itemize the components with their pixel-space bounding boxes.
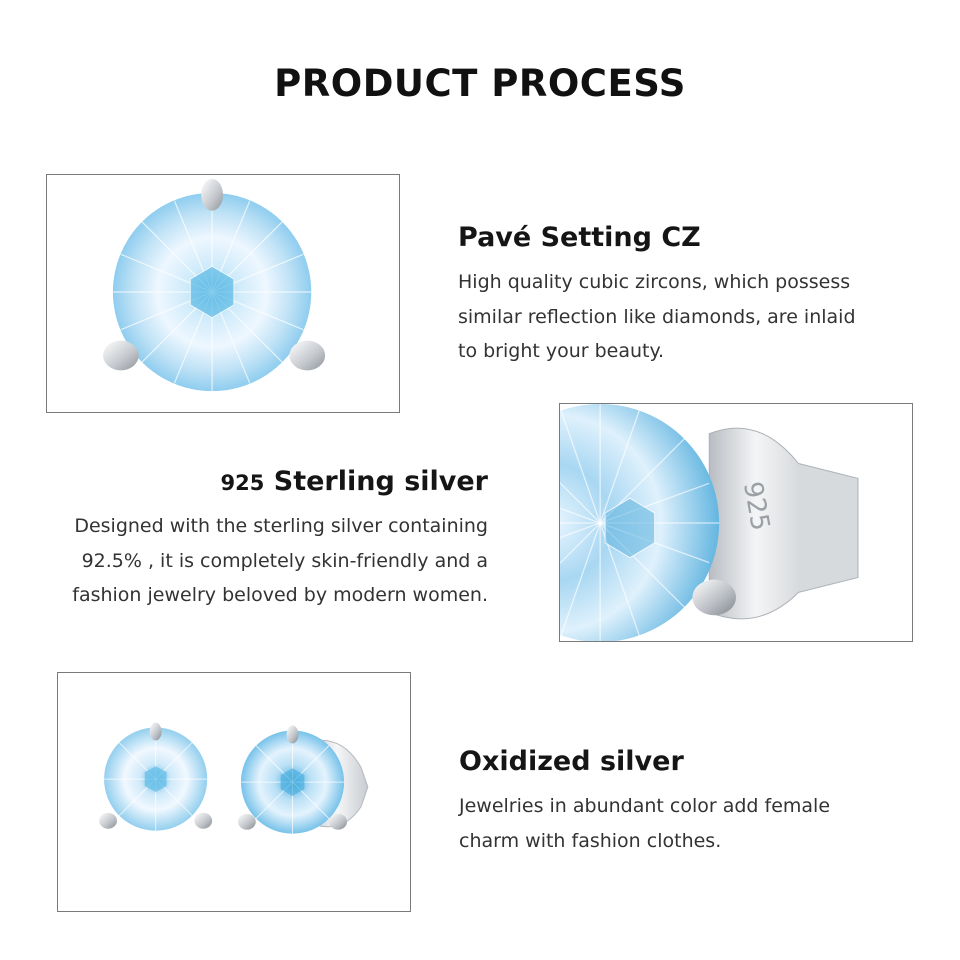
feature-line: High quality cubic zircons, which posses… <box>458 271 851 293</box>
feature-line: similar reflection like diamonds, are in… <box>458 305 856 328</box>
feature-line: to bright your beauty. <box>458 340 665 362</box>
feature-title-text: Sterling silver <box>273 466 488 497</box>
single-stud-front-image <box>46 174 400 413</box>
feature-pave-setting: Pavé Setting CZ High quality cubic zirco… <box>458 222 856 369</box>
feature-line: Designed with the sterling silver contai… <box>74 515 488 537</box>
pair-of-cz-studs-icon <box>99 722 369 834</box>
feature-line: charm with fashion clothes. <box>459 829 722 852</box>
feature-oxidized-silver: Oxidized silver Jewelries in abundant co… <box>459 746 830 858</box>
feature-line: 92.5% , it is completely skin-friendly a… <box>81 549 488 572</box>
round-cz-stud-icon <box>103 178 326 392</box>
page-title: PRODUCT PROCESS <box>274 62 686 105</box>
feature-title: Pavé Setting CZ <box>458 222 701 253</box>
stud-closeup-back-image: 925 <box>559 403 913 642</box>
feature-line: fashion jewelry beloved by modern women. <box>72 584 488 606</box>
feature-title: 925 Sterling silver <box>72 466 489 497</box>
feature-line: Jewelries in abundant color add female <box>459 795 831 817</box>
feature-sterling-silver: 925 Sterling silver Designed with the st… <box>72 466 488 613</box>
stud-pair-image <box>57 672 411 912</box>
feature-title: Oxidized silver <box>459 746 684 777</box>
cz-stud-with-ear-nut-icon: 925 <box>560 404 859 641</box>
feature-title-prefix: 925 <box>220 471 265 495</box>
